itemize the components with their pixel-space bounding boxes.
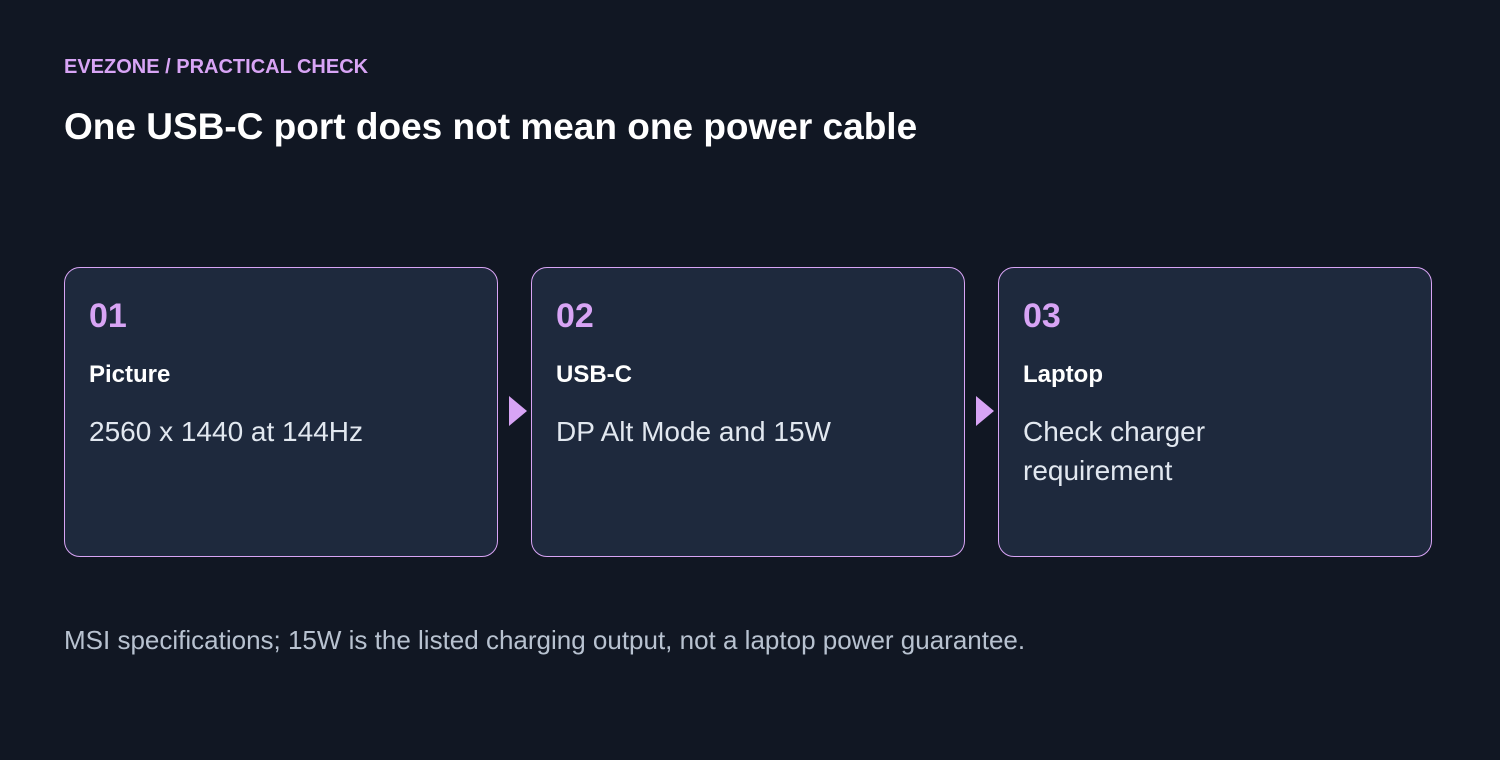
step-description: 2560 x 1440 at 144Hz [89, 416, 363, 447]
page-title: One USB-C port does not mean one power c… [64, 106, 918, 147]
step-label: Picture [89, 361, 171, 388]
step-number: 02 [556, 297, 594, 335]
kicker: EVEZONE / PRACTICAL CHECK [64, 56, 369, 78]
step-card-laptop: 03 Laptop Check charger requirement [998, 267, 1432, 557]
step-card-usb-c: 02 USB-C DP Alt Mode and 15W [531, 267, 965, 557]
arrow-right-icon [509, 396, 527, 426]
arrow-right-icon [976, 396, 994, 426]
step-number: 03 [1023, 297, 1061, 335]
step-label: USB-C [556, 361, 632, 388]
step-description: Check charger requirement [1023, 416, 1206, 486]
step-label: Laptop [1023, 361, 1103, 388]
footnote: MSI specifications; 15W is the listed ch… [64, 625, 1026, 655]
step-card-picture: 01 Picture 2560 x 1440 at 144Hz [64, 267, 498, 557]
step-number: 01 [89, 297, 127, 335]
step-description: DP Alt Mode and 15W [556, 416, 831, 447]
